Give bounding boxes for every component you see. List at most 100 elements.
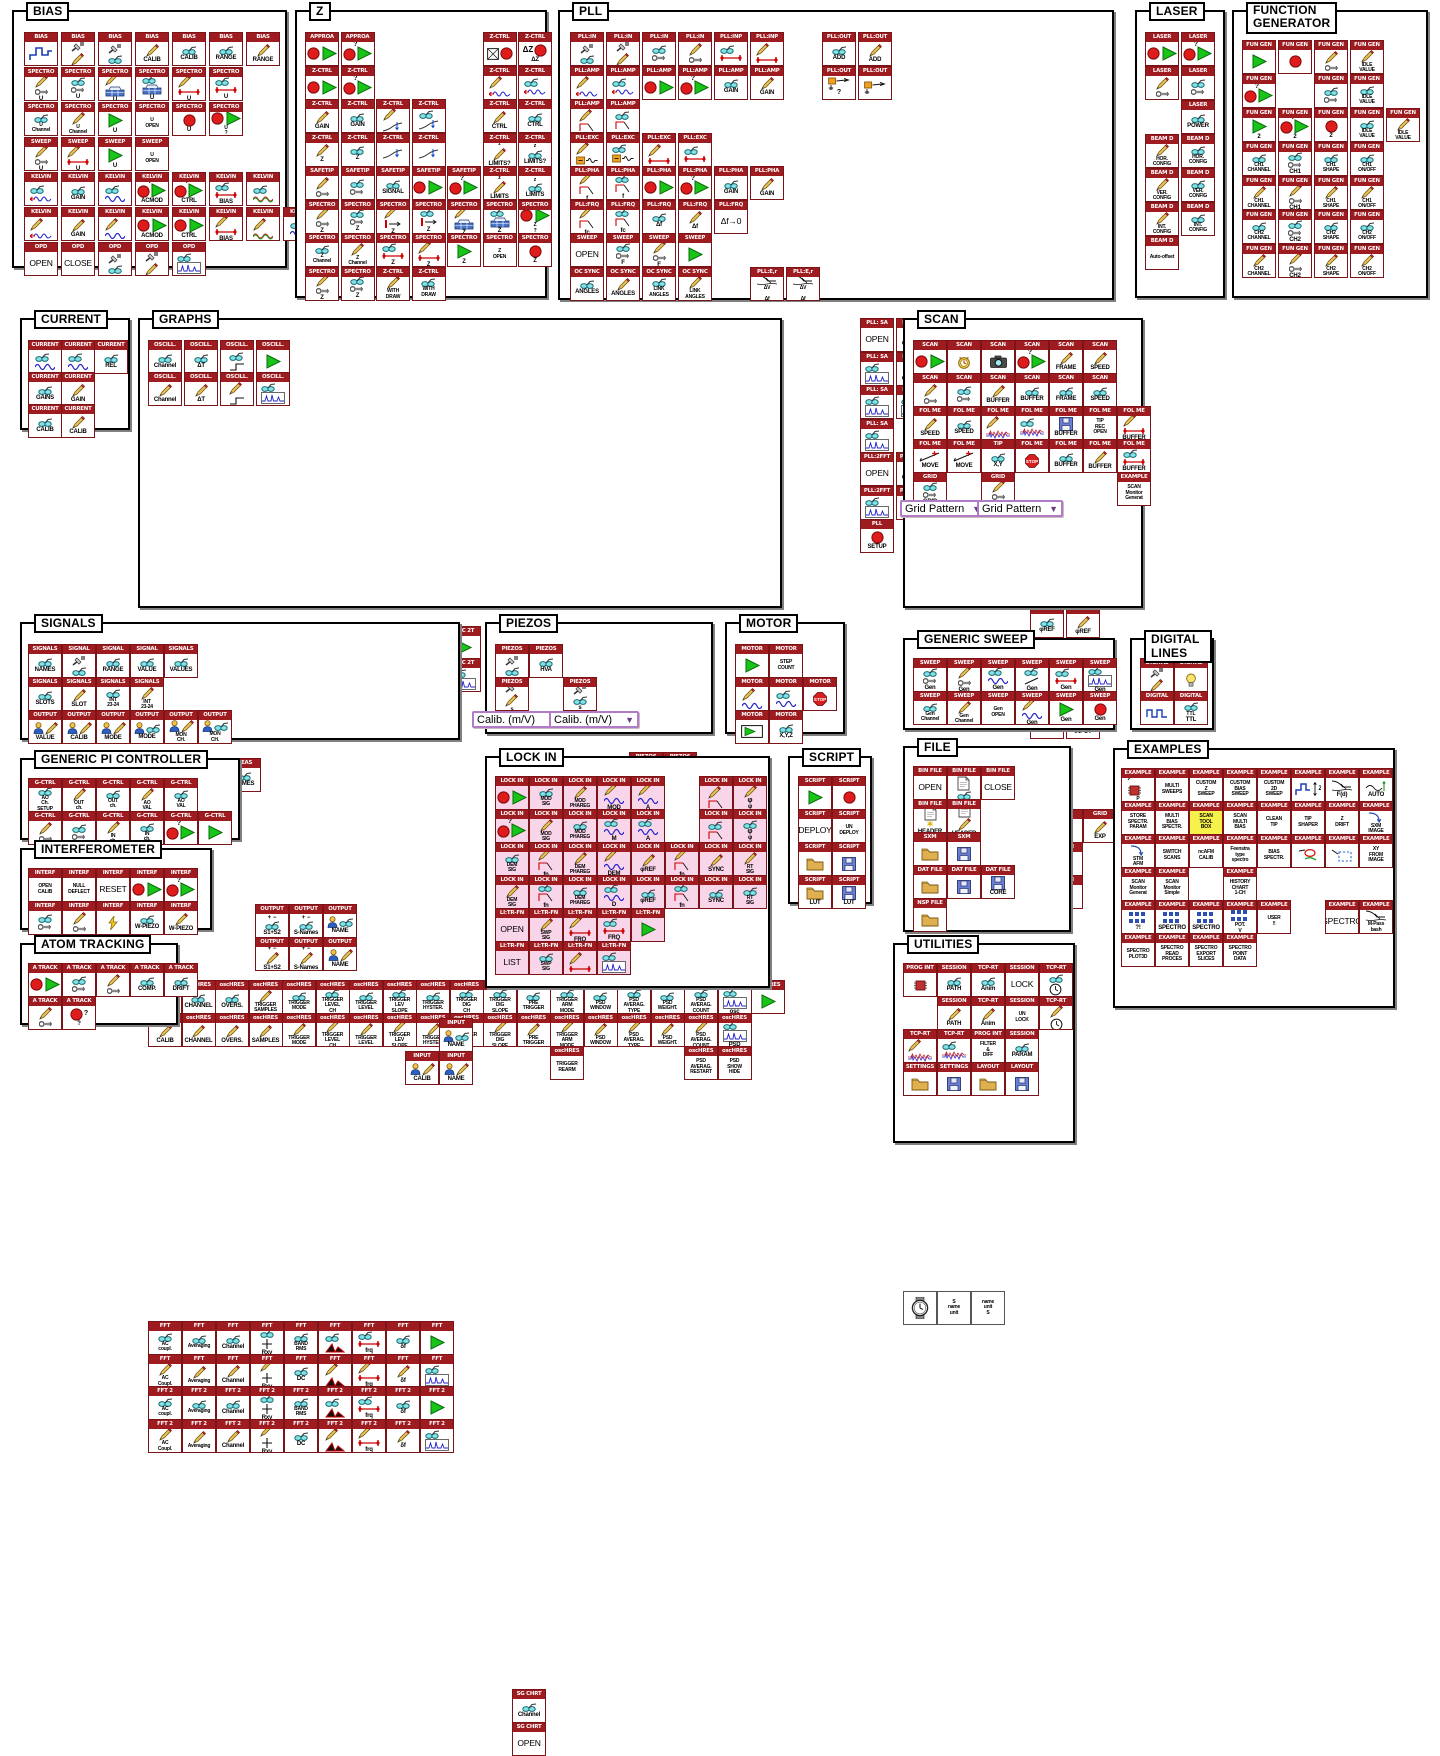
vi-tile[interactable]: SCRIPT <box>832 776 866 810</box>
vi-tile[interactable]: FFT <box>318 1321 352 1355</box>
vi-tile[interactable]: OPD <box>135 242 169 276</box>
vi-tile[interactable]: KELVIN <box>98 172 132 206</box>
vi-tile[interactable]: SXM <box>947 832 981 866</box>
vi-tile[interactable]: PIEZOS <box>495 644 529 678</box>
vi-tile[interactable]: FFT 2 <box>420 1386 454 1420</box>
vi-tile[interactable]: Z-CTRL <box>376 132 410 167</box>
vi-tile[interactable]: PLL:PHA? <box>678 166 712 200</box>
vi-tile[interactable]: BIAS <box>24 32 58 66</box>
grid-pattern-combo-2[interactable]: Grid Pattern ▼ <box>977 500 1063 517</box>
vi-tile[interactable]: BIAS <box>61 32 95 66</box>
vi-tile[interactable]: EXAMPLE <box>1291 834 1325 868</box>
vi-tile[interactable]: MOTOR <box>769 677 803 711</box>
vi-tile[interactable]: TCP-RT <box>937 1029 971 1063</box>
grid-pattern-combo-1[interactable]: Grid Pattern ▼ <box>900 500 986 517</box>
vi-tile[interactable]: OSCILL. <box>220 372 254 406</box>
vi-tile[interactable]: OUTPUT+ −S-Names <box>289 904 323 938</box>
vi-tile[interactable]: FFT <box>420 1353 454 1388</box>
vi-tile[interactable]: DAT FILE <box>947 865 981 899</box>
vi-tile[interactable]: LOCK IN <box>699 809 733 843</box>
vi-tile[interactable]: Z-CTRL <box>376 99 410 133</box>
vi-tile[interactable]: FOL ME <box>1015 406 1049 440</box>
vi-tile[interactable]: OSCILL. <box>220 340 254 374</box>
vi-tile[interactable]: TCP-RT <box>1039 996 1073 1030</box>
vi-tile[interactable]: PLL:AMP <box>606 65 640 100</box>
vi-tile[interactable]: SCAN <box>913 373 947 407</box>
vi-tile[interactable]: LOCK IN <box>495 776 529 810</box>
vi-tile[interactable]: CURRENT <box>28 340 62 374</box>
vi-tile[interactable]: PLL:AMP <box>570 99 604 133</box>
vi-tile[interactable]: PLL:EXC <box>570 132 604 167</box>
vi-tile[interactable]: SCRIPT <box>798 776 832 810</box>
